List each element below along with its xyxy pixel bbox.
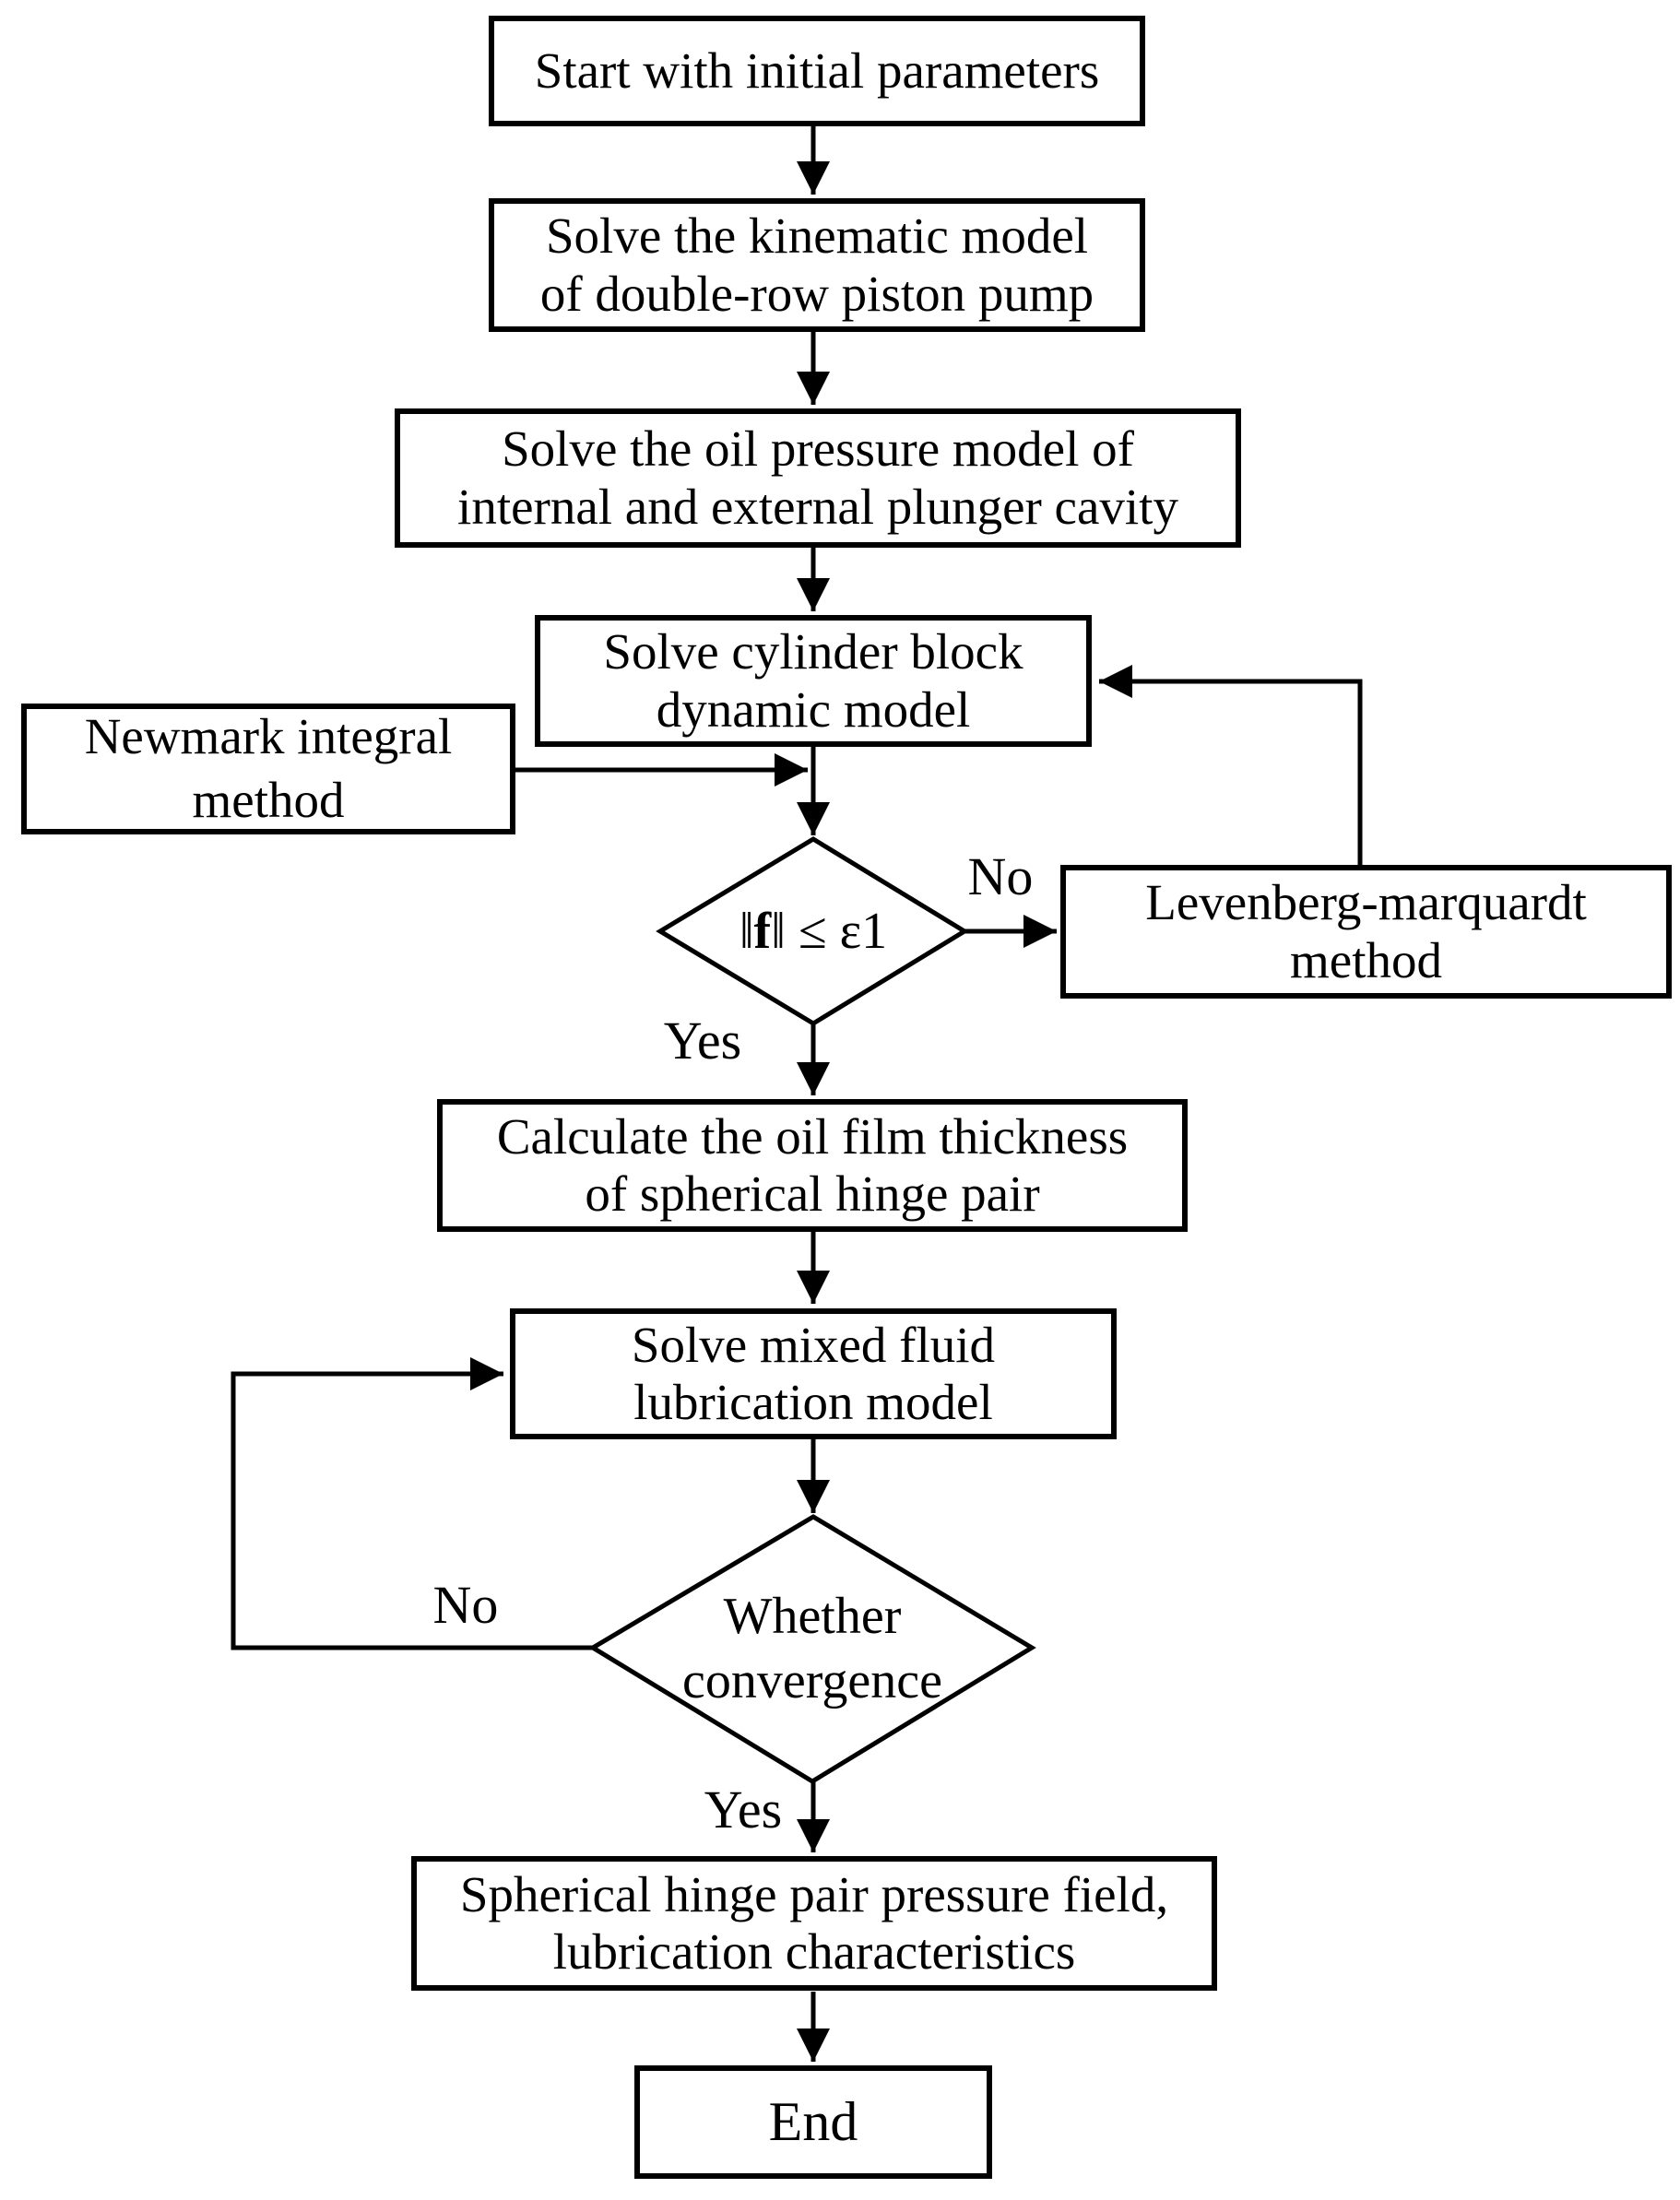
- decision-convergence-diamond: [588, 1514, 1036, 1784]
- kinematic-model-node: Solve the kinematic model of double-row …: [489, 198, 1145, 332]
- decision2-yes-label: Yes: [704, 1780, 783, 1839]
- oil-pressure-model-node: Solve the oil pressure model of internal…: [395, 408, 1241, 548]
- residual-condition: ‖ ≤ ε1: [771, 903, 888, 960]
- decision2-no-label: No: [432, 1575, 499, 1635]
- arrow-levenberg-feedback-to-cylinder: [1099, 665, 1363, 865]
- decision1-no-label: No: [967, 846, 1034, 906]
- oil-film-thickness-node: Calculate the oil film thickness of sphe…: [437, 1099, 1188, 1232]
- arrow-decision2-no-loop-to-mixed: [231, 1357, 593, 1650]
- newmark-integral-method-node: Newmark integral method: [21, 704, 515, 834]
- residual-norm-open: ‖: [739, 903, 754, 960]
- levenberg-marquardt-method-node: Levenberg-marquardt method: [1060, 865, 1672, 999]
- end-node: End: [634, 2065, 992, 2179]
- cylinder-block-dynamic-model-node: Solve cylinder block dynamic model: [535, 615, 1092, 747]
- result-node: Spherical hinge pair pressure field, lub…: [411, 1856, 1217, 1991]
- decision1-yes-label: Yes: [663, 1011, 742, 1070]
- residual-f-symbol: f: [753, 903, 772, 960]
- start-node: Start with initial parameters: [489, 16, 1145, 126]
- decision-convergence-text: Whether convergence: [682, 1588, 942, 1709]
- decision-residual-diamond: [656, 836, 969, 1026]
- decision-residual-text: ‖f‖ ≤ ε1: [647, 867, 979, 996]
- mixed-fluid-lubrication-node: Solve mixed fluid lubrication model: [510, 1308, 1117, 1439]
